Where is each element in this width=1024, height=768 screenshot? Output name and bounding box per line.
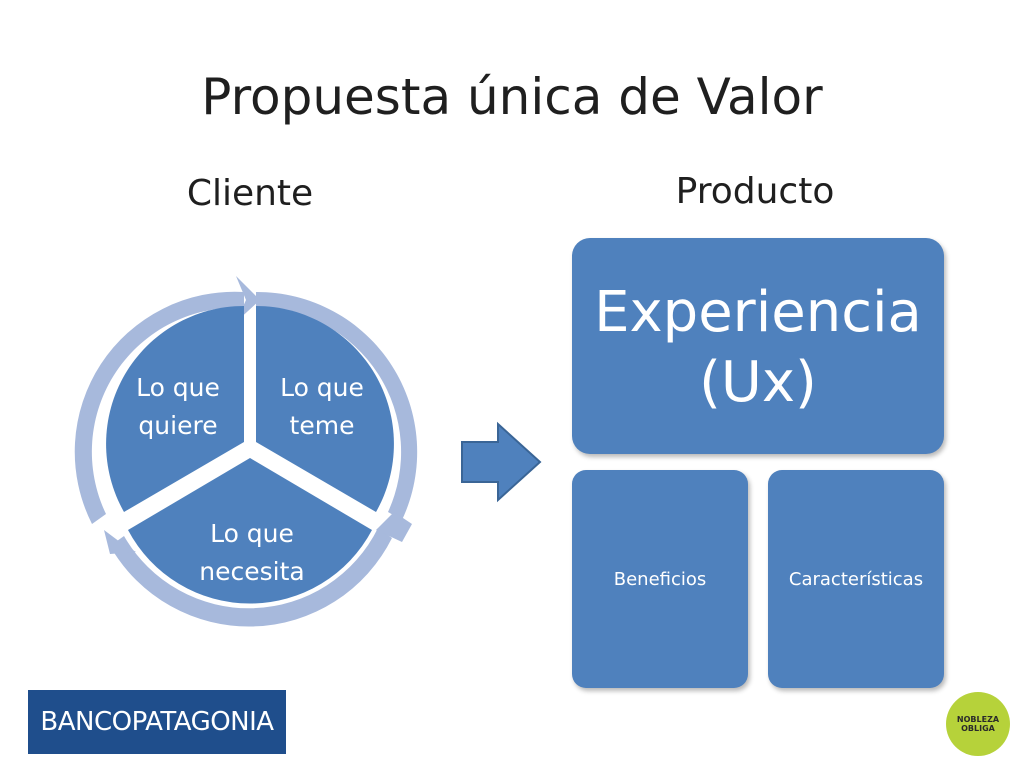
segment-teme (256, 306, 394, 512)
beneficios-label: Beneficios (613, 568, 707, 590)
segment-necesita-line2: necesita (199, 557, 304, 586)
beneficios-box: Beneficios (572, 470, 748, 688)
ring-arc-bottom (110, 528, 392, 627)
cliente-heading: Cliente (186, 173, 314, 214)
right-arrow-icon (461, 421, 542, 503)
experiencia-line2: (Ux) (699, 350, 817, 415)
segment-teme-line2: teme (290, 411, 355, 440)
ring-arc-right (256, 291, 418, 520)
producto-heading: Producto (675, 171, 835, 212)
slide-title: Propuesta única de Valor (201, 68, 823, 126)
ring-arc-top (74, 291, 244, 524)
experiencia-line1: Experiencia (594, 280, 922, 345)
segment-necesita-line1: Lo que (210, 519, 294, 548)
segment-necesita (128, 458, 372, 604)
ring-arrowhead-bottom (104, 530, 136, 554)
caracteristicas-box: Características (768, 470, 944, 688)
experiencia-box: Experiencia (Ux) (572, 238, 944, 454)
bancopatagonia-logo: BANCOPATAGONIA (28, 690, 286, 754)
caracteristicas-label: Características (788, 568, 924, 590)
segment-quiere-line1: Lo que (136, 373, 220, 402)
segment-quiere (106, 306, 244, 512)
nobleza-logo-line2: OBLIGA (961, 724, 995, 733)
cycle-segments (106, 306, 394, 604)
bancopatagonia-logo-text: BANCOPATAGONIA (40, 707, 274, 737)
cliente-cycle-diagram: Lo que quiere Lo que teme Lo que necesit… (74, 276, 418, 627)
segment-quiere-line2: quiere (138, 411, 217, 440)
segment-teme-line1: Lo que (280, 373, 364, 402)
nobleza-logo-line1: NOBLEZA (956, 715, 1000, 724)
nobleza-obliga-logo: NOBLEZA OBLIGA (946, 692, 1010, 756)
ring-arrowhead-right (376, 512, 412, 542)
